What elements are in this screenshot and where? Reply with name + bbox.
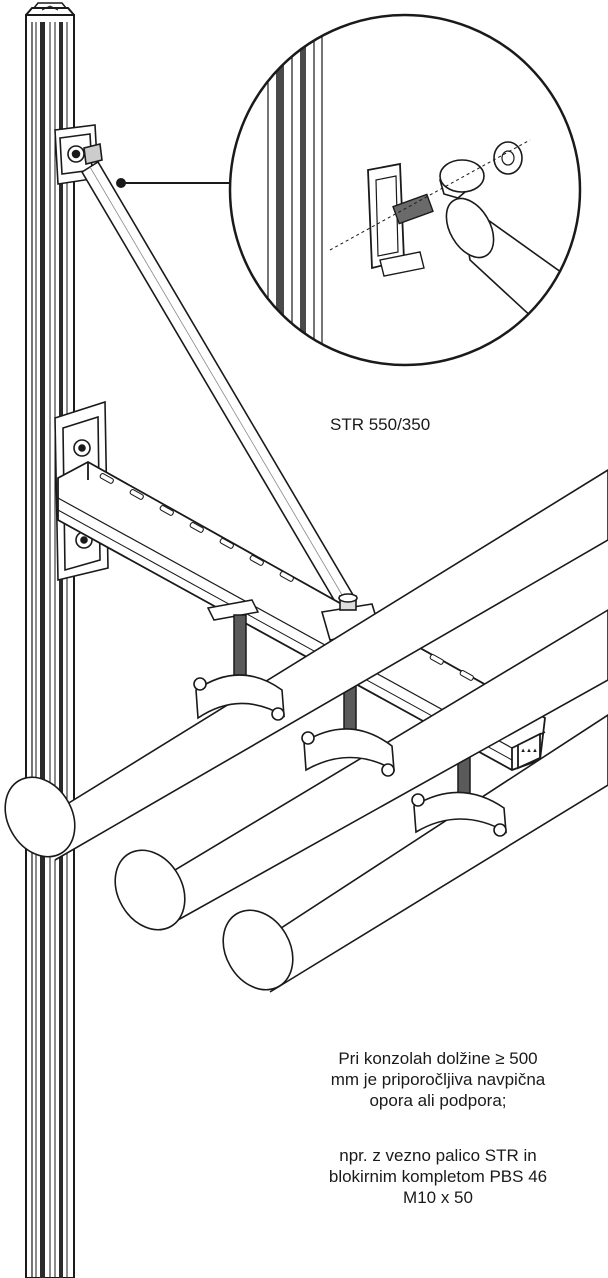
recommendation-line-2: mm je priporočljiva navpična <box>330 1070 546 1089</box>
recommendation-line-3: opora ali podpora; <box>369 1091 507 1110</box>
example-line-2: blokirnim kompletom PBS 46 <box>328 1167 548 1186</box>
recommendation-line-1: Pri konzolah dolžine ≥ 500 <box>338 1049 538 1068</box>
product-label: STR 550/350 <box>330 415 431 434</box>
recommendation-note: Pri konzolah dolžine ≥ 500 mm je priporo… <box>268 1048 608 1111</box>
example-line-3: M10 x 50 <box>403 1188 473 1207</box>
example-note: npr. z vezno palico STR in blokirnim kom… <box>268 1145 608 1208</box>
example-line-1: npr. z vezno palico STR in <box>339 1146 537 1165</box>
vertical-strut-profile <box>25 2 75 1278</box>
pipe-3 <box>222 714 608 993</box>
detail-magnified-view <box>228 13 582 367</box>
pipe-1 <box>4 469 608 861</box>
svg-text:▲▲▲: ▲▲▲ <box>520 748 538 754</box>
pipe-clamps <box>193 674 507 837</box>
pipes <box>4 469 608 993</box>
detail-leader-line <box>116 178 238 188</box>
